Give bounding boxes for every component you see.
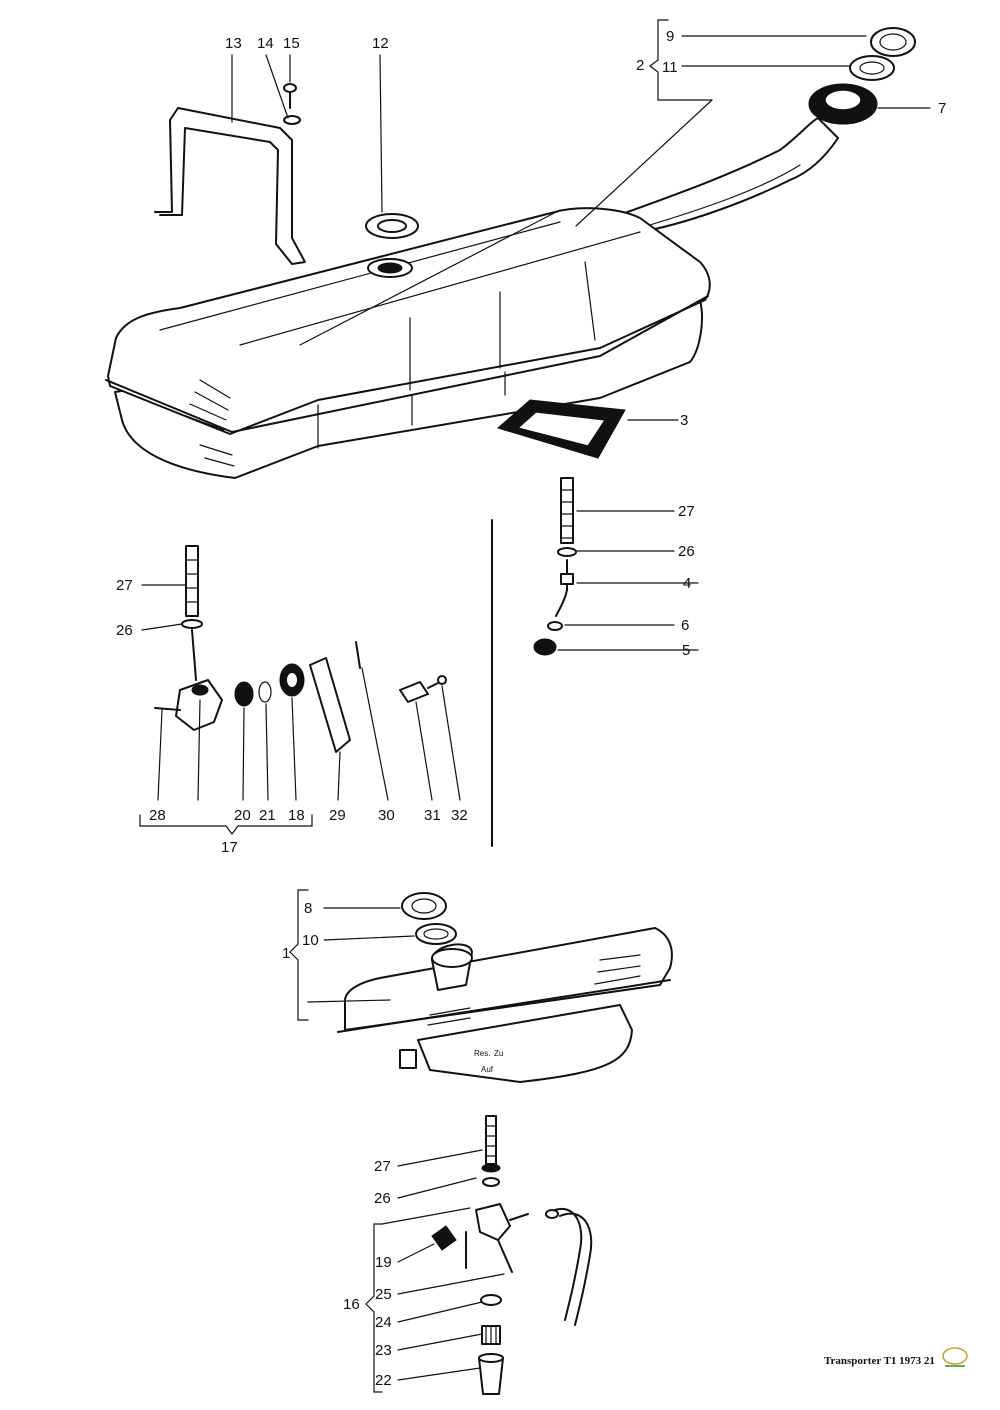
leader-lines [141,35,931,1381]
callout-29: 29 [329,807,346,824]
bracket-17 [139,814,313,835]
callout-32: 32 [451,807,468,824]
callout-30: 30 [378,807,395,824]
callout-20: 20 [234,807,251,824]
callout-25: 25 [375,1286,392,1303]
tap-markings: Res. Zu Auf [474,1049,503,1074]
callout-14: 14 [257,35,274,52]
callout-18: 18 [288,807,305,824]
small-fuel-tank [337,927,673,1083]
cap-seal [849,55,895,81]
small-tank-seal [415,923,457,945]
callout-3: 3 [680,412,688,429]
filler-cap [870,27,916,57]
callout-22: 22 [375,1372,392,1389]
callout-16: 16 [343,1296,360,1313]
strainer-assembly-right [533,477,577,656]
filler-neck-seal [808,83,878,125]
bracket-2 [649,19,713,101]
bracket-1 [289,889,309,1021]
callout-26-bottom: 26 [374,1190,391,1207]
callout-27-right: 27 [678,503,695,520]
large-fuel-tank [105,117,839,479]
fuel-tap-assembly-left [154,545,447,753]
callout-4: 4 [683,575,691,592]
page-caption: Transporter T1 1973 21 [824,1355,935,1367]
callout-6: 6 [681,617,689,634]
callout-21: 21 [259,807,276,824]
callout-7: 7 [938,100,946,117]
callout-2: 2 [636,57,644,74]
small-tank-cap [401,892,447,920]
callout-26-left: 26 [116,622,133,639]
callout-11: 11 [662,59,678,76]
tank-gasket [496,399,626,459]
callout-19: 19 [375,1254,392,1271]
tap-marking-auf: Auf [481,1065,494,1074]
callout-5: 5 [682,642,690,659]
tap-marking-zu: Zu [494,1049,503,1058]
callout-28: 28 [149,807,166,824]
bracket-16 [365,1223,383,1393]
callout-10: 10 [302,932,319,949]
tap-marking-res: Res. [474,1049,490,1058]
callout-8: 8 [304,900,312,917]
callout-27-bottom: 27 [374,1158,391,1175]
callout-15: 15 [283,35,300,52]
callout-12: 12 [372,35,389,52]
callout-31: 31 [424,807,441,824]
strap-washer [283,115,301,125]
callout-13: 13 [225,35,242,52]
callout-1: 1 [282,945,290,962]
callout-9: 9 [666,28,674,45]
callout-24: 24 [375,1314,392,1331]
callout-labels: 13 14 15 12 9 2 11 7 3 27 26 4 6 5 27 26… [116,28,946,1389]
callout-17: 17 [221,839,238,856]
callout-27-left: 27 [116,577,133,594]
tank-strap [154,107,306,265]
sender-gasket [365,213,419,239]
fuel-tap-assembly-bottom [431,1115,593,1395]
strap-bolt [283,83,297,109]
callout-23: 23 [375,1342,392,1359]
publisher-logo [942,1347,968,1367]
callout-26-right: 26 [678,543,695,560]
